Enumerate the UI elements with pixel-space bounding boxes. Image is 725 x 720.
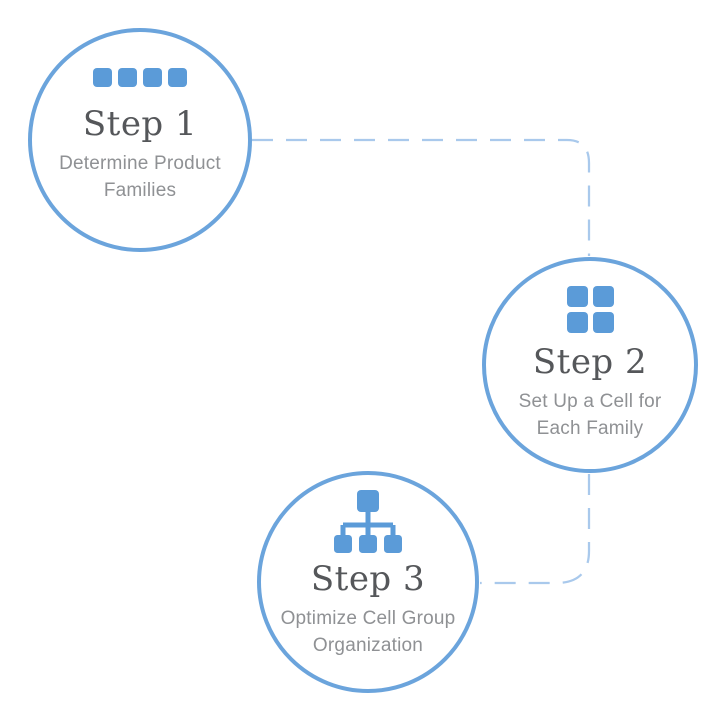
four-squares-grid-icon bbox=[566, 286, 614, 333]
step-1-subtitle: Determine Product Families bbox=[59, 150, 221, 204]
connector-step2-step3 bbox=[480, 474, 591, 585]
step-3-title: Step 3 bbox=[310, 559, 426, 599]
step-2-subtitle: Set Up a Cell for Each Family bbox=[519, 388, 662, 442]
step-2-circle: Step 2 Set Up a Cell for Each Family bbox=[482, 257, 698, 473]
step-2-subtitle-line2: Each Family bbox=[536, 418, 644, 439]
step-1-title: Step 1 bbox=[82, 104, 198, 144]
org-hierarchy-icon bbox=[334, 490, 402, 553]
step-3-subtitle-line2: Organization bbox=[312, 635, 424, 656]
step-1-subtitle-line2: Families bbox=[103, 180, 177, 201]
step-3-subtitle: Optimize Cell Group Organization bbox=[281, 605, 456, 659]
step-3-subtitle-line1: Optimize Cell Group bbox=[280, 608, 456, 629]
step-2-title: Step 2 bbox=[532, 342, 648, 382]
step-3-circle: Step 3 Optimize Cell Group Organization bbox=[257, 471, 479, 693]
step-1-circle: Step 1 Determine Product Families bbox=[28, 28, 252, 252]
step-2-subtitle-line1: Set Up a Cell for bbox=[518, 391, 662, 412]
four-squares-row-icon bbox=[93, 68, 187, 87]
connector-step1-step2 bbox=[252, 138, 591, 256]
step-1-subtitle-line1: Determine Product bbox=[59, 153, 221, 174]
